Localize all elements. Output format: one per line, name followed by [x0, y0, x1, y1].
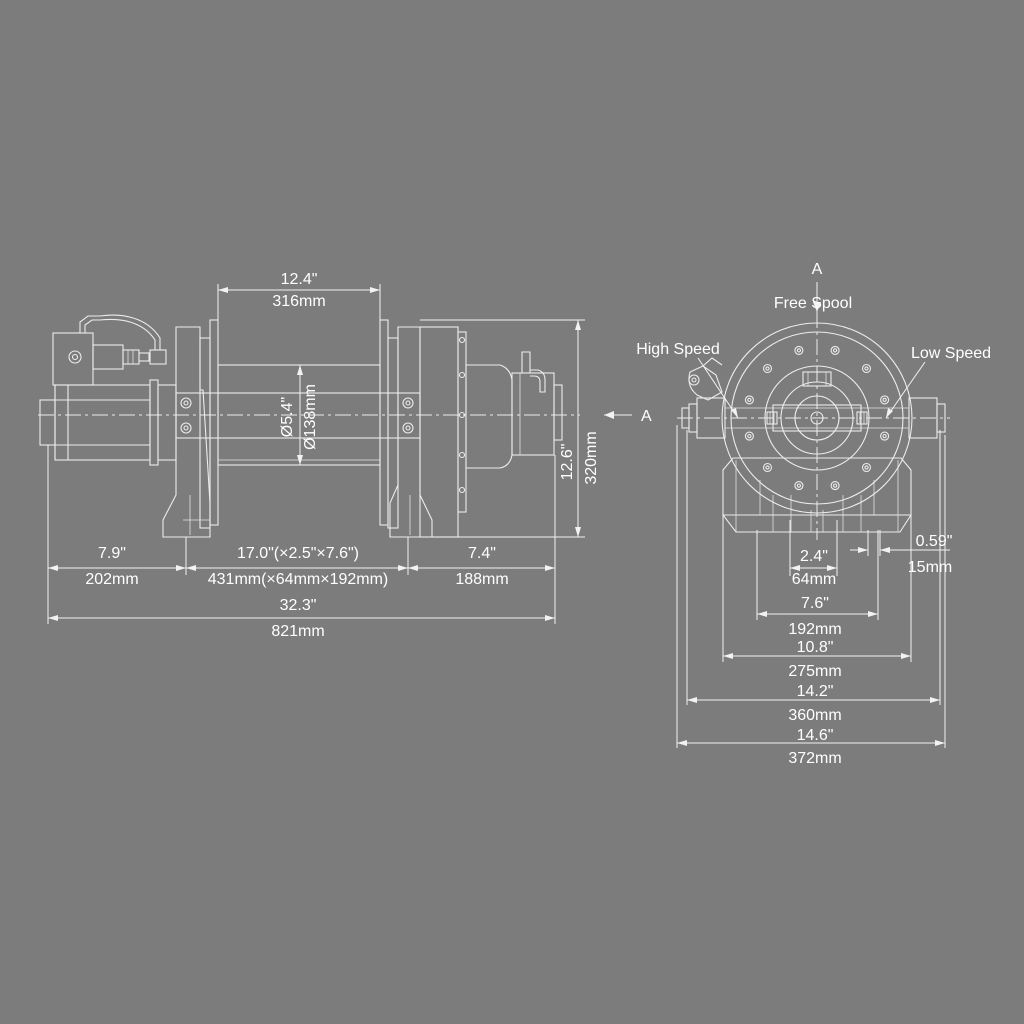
dim-row-segments: 7.9" 202mm 17.0"(×2.5"×7.6") 431mm(×64mm… [48, 545, 555, 588]
dim-drum-diameter: Ø5.4" Ø138mm [279, 365, 319, 465]
dim-bolt-outer: 10.8" 275mm [723, 639, 911, 680]
free-spool-label: Free Spool [774, 295, 852, 312]
hydraulic-motor [39, 314, 177, 466]
mount-span-in: 17.0"(×2.5"×7.6") [237, 545, 359, 562]
end-view: A [636, 261, 991, 767]
slot-offset-in: 0.59" [916, 533, 953, 550]
callouts: Free Spool High Speed Low Speed [636, 295, 991, 419]
bolt-hole [794, 345, 804, 355]
bolt-hole-center [882, 397, 887, 403]
dim-overall-width: 14.6" 372mm [677, 727, 945, 767]
bolt-hole [861, 462, 872, 473]
bolt-hole [794, 481, 804, 491]
width-mm: 360mm [788, 707, 841, 724]
slot-width-mm: 64mm [792, 571, 836, 588]
dim-drum-length: 12.4" 316mm [217, 271, 381, 320]
dim-width: 14.2" 360mm [687, 683, 940, 724]
bolt-hole [830, 481, 840, 491]
bolt-hole-center [796, 348, 802, 353]
overall-width-in: 14.6" [797, 727, 834, 744]
dim-slot-offset: 0.59" 15mm [850, 533, 952, 576]
bolt-hole [744, 395, 754, 405]
bolt-inner-in: 7.6" [801, 595, 829, 612]
bolt-hole-center [765, 366, 770, 371]
motor-end-mm: 202mm [85, 571, 138, 588]
bolt-hole-center [765, 465, 770, 470]
bolt-hole-center [747, 433, 752, 439]
bolt-hole [830, 345, 840, 355]
bolt-hole [880, 431, 890, 441]
bolt-hole [880, 395, 890, 405]
dim-slot-width: 2.4" 64mm [790, 548, 837, 588]
bolt-inner-mm: 192mm [788, 621, 841, 638]
overall-in: 32.3" [280, 597, 317, 614]
high-speed-label: High Speed [636, 341, 720, 358]
overall-mm: 821mm [271, 623, 324, 640]
height-mm: 320mm [583, 431, 600, 484]
bolt-outer-mm: 275mm [788, 663, 841, 680]
bolt-hole [762, 462, 773, 473]
gear-end-mm: 188mm [455, 571, 508, 588]
section-label-side: A [641, 408, 652, 425]
bolt-hole-center [747, 397, 752, 403]
section-arrow-side: A [604, 408, 652, 425]
bolt-hole-center [832, 483, 838, 488]
mount-span-mm: 431mm(×64mm×192mm) [208, 571, 389, 588]
lever-assembly [688, 357, 723, 401]
bolt-outer-in: 10.8" [797, 639, 834, 656]
dim-overall-length: 32.3" 821mm [48, 597, 555, 640]
dim-height: 12.6" 320mm [420, 319, 600, 538]
section-label-end: A [812, 261, 823, 278]
drum-diameter-mm: Ø138mm [302, 384, 319, 450]
drum-length-mm: 316mm [272, 293, 325, 310]
bolt-hole-center [832, 348, 838, 353]
dim-bolt-inner: 7.6" 192mm [757, 595, 878, 638]
low-speed-label: Low Speed [911, 345, 991, 362]
height-in: 12.6" [559, 444, 576, 481]
side-view: A 12.4" 316mm Ø5.4" Ø138mm 12.6 [38, 271, 652, 640]
bolt-hole [861, 363, 872, 374]
bolt-hole [762, 363, 773, 374]
right-end-frame [379, 319, 563, 538]
overall-width-mm: 372mm [788, 750, 841, 767]
bolt-hole-center [864, 366, 869, 371]
width-in: 14.2" [797, 683, 834, 700]
bolt-hole-center [864, 465, 869, 470]
gear-end-in: 7.4" [468, 545, 496, 562]
bolt-hole-center [882, 433, 887, 439]
bolt-hole-center [796, 483, 802, 488]
slot-offset-mm: 15mm [908, 559, 952, 576]
left-end-frame [162, 319, 219, 538]
bolt-circle [744, 345, 890, 491]
drum-length-in: 12.4" [281, 271, 318, 288]
bolt-hole [744, 431, 754, 441]
slot-width-in: 2.4" [800, 548, 828, 565]
motor-end-in: 7.9" [98, 545, 126, 562]
drum-diameter-in: Ø5.4" [279, 397, 296, 437]
